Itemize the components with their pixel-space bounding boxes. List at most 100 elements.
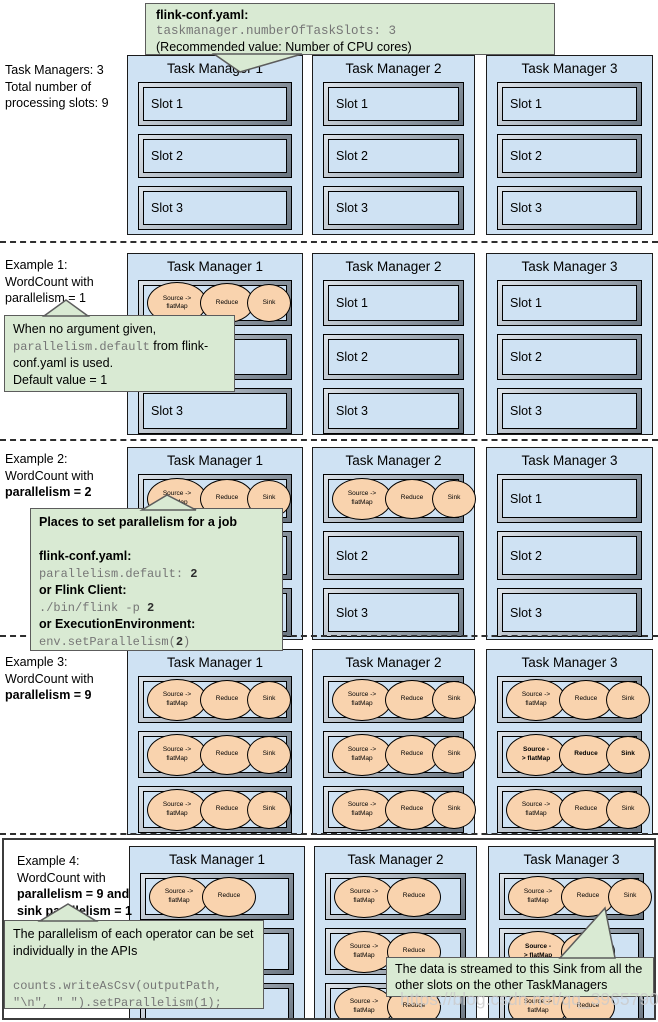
slot-interior: Slot 2 <box>328 139 459 173</box>
operator-oval: Sink <box>432 479 476 518</box>
tm-title: Task Manager 2 <box>345 655 442 670</box>
row-label-example1: Example 1: WordCount with parallelism = … <box>5 257 125 307</box>
text-segment: Places to set parallelism for a job <box>39 515 237 529</box>
operator-oval: Reduce <box>385 734 439 775</box>
slot: Slot 3 <box>497 388 642 434</box>
text-segment: ./bin/flink -p <box>39 600 148 615</box>
slot-label: Slot 3 <box>336 605 368 620</box>
slot-interior: Slot 2 <box>502 139 637 173</box>
operator-oval: Sink <box>247 680 291 719</box>
text-segment: Example 1: WordCount with parallelism = … <box>5 258 94 305</box>
tm-title: Task Manager 3 <box>523 852 620 867</box>
slot: Slot 3 <box>323 186 464 230</box>
slot: Slot 3 <box>138 186 292 230</box>
text-segment: parallelism.default <box>13 339 150 354</box>
text-segment: parallelism = 9 <box>5 688 92 702</box>
slot-interior: Slot 2 <box>328 339 459 375</box>
operator-oval: Sink <box>432 790 476 829</box>
operator-oval: Sink <box>247 790 291 829</box>
operator-oval: Reduce <box>559 679 613 720</box>
text-segment: 2 <box>147 600 155 615</box>
operator-oval: Sink <box>606 680 650 719</box>
slot: Slot 2 <box>497 334 642 380</box>
operator-oval: Sink <box>606 790 650 829</box>
text-segment: or ExecutionEnvironment: <box>39 616 196 631</box>
operator-oval: Source -> flatMap <box>506 678 566 721</box>
slot-interior: Slot 3 <box>328 191 459 225</box>
operator-oval: Source -> flatMap <box>508 875 568 918</box>
text-segment: The parallelism of each operator can be … <box>13 927 254 958</box>
tm-slots: Slot 1 Slot 2 Slot 3 <box>323 82 464 230</box>
operator-oval: Sink <box>247 284 291 322</box>
tm-title: Task Manager 3 <box>521 655 618 670</box>
operator-oval: Reduce <box>202 876 256 917</box>
operator-oval: Reduce <box>559 734 613 775</box>
operator-oval: Source -> flatMap <box>334 930 394 973</box>
slot: Slot 2 <box>323 531 464 580</box>
text-segment: from flink-conf.yaml is used. Default va… <box>13 338 209 387</box>
text-segment: counts.writeAsCsv(outputPath, "\n", " ")… <box>13 978 222 1010</box>
text-segment: The data is streamed to this Sink from a… <box>395 962 646 993</box>
slot-label: Slot 3 <box>510 404 542 418</box>
text-segment: env.setParallelism( <box>39 634 176 649</box>
slot-interior: Slot 1 <box>328 87 459 121</box>
slot-label: Slot 3 <box>151 201 183 215</box>
operator-oval: Sink <box>608 877 652 916</box>
callout-pointer-icon <box>37 903 99 922</box>
operator-oval: Source -> flatMap <box>332 733 392 776</box>
tm-title: Task Manager 1 <box>166 453 264 468</box>
slot-label: Slot 1 <box>510 491 542 506</box>
callout-pointer-icon <box>558 906 616 959</box>
row-label-example2: Example 2: WordCount with parallelism = … <box>5 451 127 501</box>
tm-title: Task Manager 3 <box>521 259 618 274</box>
operator-oval: Reduce <box>385 478 439 519</box>
slot: Slot 3 <box>497 186 642 230</box>
text-segment: Example 2: WordCount with <box>5 452 94 483</box>
operator-oval: Source -> flatMap <box>147 733 207 776</box>
slot-interior: Slot 1 <box>143 87 287 121</box>
slot-label: Slot 3 <box>151 404 183 418</box>
slot-interior: Slot 2 <box>143 139 287 173</box>
slot-label: Slot 3 <box>336 404 368 418</box>
dashed-separator <box>0 241 658 243</box>
slot-label: Slot 2 <box>510 149 542 163</box>
slot-interior: Slot 3 <box>143 191 287 225</box>
operator-oval: Reduce <box>387 876 441 917</box>
operator-oval: Reduce <box>385 679 439 720</box>
text-segment: ) <box>183 634 191 649</box>
callout-pointer-icon <box>139 494 197 511</box>
row-label-example3: Example 3: WordCount with parallelism = … <box>5 654 127 704</box>
slot: Slot 1 <box>138 82 292 126</box>
slot: Slot 2 <box>323 134 464 178</box>
operator-oval: Source -> flatMap <box>149 875 209 918</box>
slot-label: Slot 1 <box>336 97 368 111</box>
callout-example1-1: When no argument given, parallelism.defa… <box>4 315 235 392</box>
operator-oval: Sink <box>432 680 476 719</box>
tm-title: Task Manager 1 <box>166 259 264 274</box>
slot-interior: Slot 2 <box>328 536 459 575</box>
text-segment: Example 4: WordCount with <box>17 854 106 885</box>
text-segment: 2 <box>190 566 198 581</box>
text-segment: 2 <box>175 634 184 649</box>
